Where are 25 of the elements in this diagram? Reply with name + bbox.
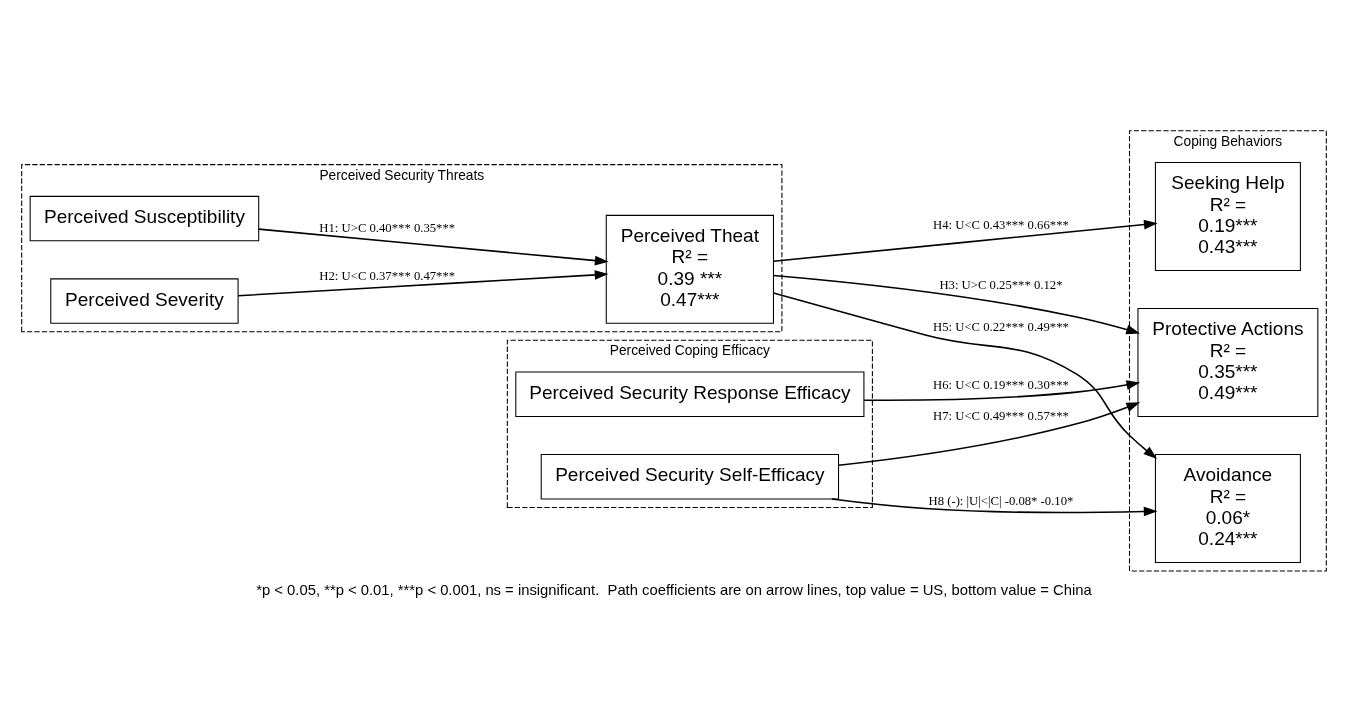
- arrow: [772, 274, 1140, 334]
- arrow: [236, 269, 608, 297]
- node-box: Avoidance R² = 0.06* 0.24***: [1154, 453, 1301, 563]
- edge-label: H2: U<C 0.37*** 0.47***: [318, 268, 455, 283]
- arrow: [830, 497, 1158, 516]
- caption: *p < 0.05, **p < 0.01, ***p < 0.001, ns = insignificant. Path coefficients are on arrow lines, top value = US, bottom value = China: [255, 581, 1092, 598]
- node-box: Perceived Security Self-Efficacy: [540, 453, 839, 499]
- node-box: Perceived Severity: [49, 277, 239, 324]
- node-box: Seeking Help R² = 0.19*** 0.43***: [1154, 161, 1301, 271]
- arrow: [772, 291, 1157, 459]
- node-box: Protective Actions R² = 0.35*** 0.49***: [1136, 307, 1318, 417]
- edge-label: H8 (-): |U|<|C| -0.08* -0.10*: [928, 493, 1073, 508]
- node-box: Perceived Susceptibility: [29, 195, 259, 241]
- edge-label: H7: U<C 0.49*** 0.57***: [932, 408, 1069, 423]
- arrow: [257, 227, 609, 265]
- arrow: [772, 219, 1158, 262]
- arrow: [837, 401, 1140, 466]
- edge-label: H1: U>C 0.40*** 0.35***: [318, 220, 455, 235]
- edge-label: H6: U<C 0.19*** 0.30***: [932, 377, 1069, 391]
- edge-label: H5: U<C 0.22*** 0.49***: [932, 319, 1069, 334]
- edge-label: H4: U<C 0.43*** 0.66***: [932, 217, 1069, 232]
- node-box: Perceived Theat R² = 0.39 *** 0.47***: [605, 214, 774, 324]
- node-box: Perceived Security Response Efficacy: [514, 370, 864, 417]
- edge-label: H3: U>C 0.25*** 0.12*: [938, 277, 1062, 292]
- arrow: [862, 379, 1140, 401]
